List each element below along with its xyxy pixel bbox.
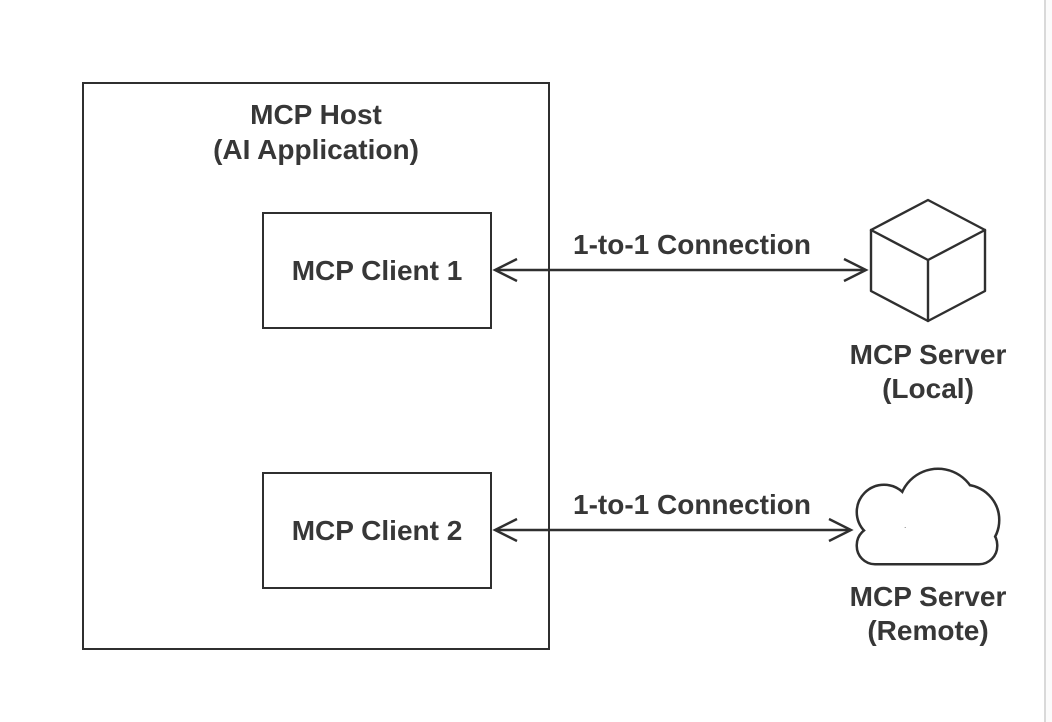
mcp-client-1-label: MCP Client 1 — [291, 254, 463, 286]
connection-1-label: 1-to-1 Connection — [573, 229, 811, 260]
host-title: MCP Host (AI Application) — [82, 97, 550, 167]
mcp-client-2-box: MCP Client 2 — [262, 472, 492, 589]
page-right-margin — [1046, 0, 1052, 722]
mcp-server-local-qualifier: (Local) — [882, 373, 974, 404]
mcp-server-local-name: MCP Server — [849, 339, 1007, 370]
connection-arrow-1 — [492, 257, 869, 283]
host-title-line2: (AI Application) — [213, 134, 419, 165]
mcp-client-1-box: MCP Client 1 — [262, 212, 492, 329]
mcp-server-remote-qualifier: (Remote) — [867, 615, 989, 646]
mcp-server-remote-name: MCP Server — [849, 581, 1007, 612]
host-title-line1: MCP Host — [250, 99, 382, 130]
mcp-server-remote-label: MCP Server (Remote) — [818, 580, 1038, 648]
cube-icon — [869, 198, 987, 323]
connection-2-label: 1-to-1 Connection — [573, 489, 811, 520]
cloud-icon — [855, 467, 1001, 566]
page-edge-divider — [1044, 0, 1046, 722]
connection-arrow-2 — [492, 517, 854, 543]
mcp-client-2-label: MCP Client 2 — [291, 514, 463, 546]
mcp-server-local-label: MCP Server (Local) — [818, 338, 1038, 406]
